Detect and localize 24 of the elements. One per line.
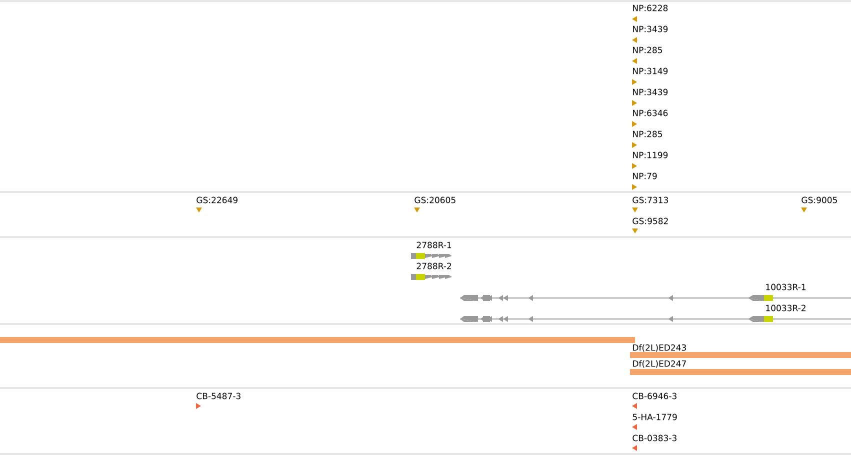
feature-label: NP:1199 xyxy=(633,152,668,158)
feature-label: GS:20605 xyxy=(414,196,456,204)
feature-label: NP:3439 xyxy=(633,26,668,32)
feature-label: Df(2L)ED243 xyxy=(633,344,686,352)
feature-label: GS:22649 xyxy=(196,196,238,204)
feature-label: NP:79 xyxy=(633,172,657,180)
feature-label: NP:285 xyxy=(633,130,662,138)
feature-label: CB-5487-3 xyxy=(196,392,240,400)
feature-label: 2788R-2 xyxy=(416,262,452,270)
feature-label: GS:7313 xyxy=(632,196,668,204)
feature-label: CB-6946-3 xyxy=(632,392,676,400)
feature-label: NP:3439 xyxy=(633,88,668,96)
feature-label: Df(2L)ED247 xyxy=(633,360,686,368)
feature-label: 10033R-1 xyxy=(766,284,806,290)
feature-label: NP:3149 xyxy=(633,68,668,74)
feature-label: 2788R-1 xyxy=(416,242,452,248)
feature-label: CB-0383-3 xyxy=(632,434,676,442)
feature-label: GS:9582 xyxy=(632,218,668,224)
feature-label: NP:285 xyxy=(633,46,662,54)
feature-label: NP:6228 xyxy=(633,4,668,12)
feature-label: 5-HA-1779 xyxy=(632,414,677,420)
feature-label: GS:9005 xyxy=(802,196,837,204)
feature-label: NP:6346 xyxy=(633,110,668,116)
feature-label: 10033R-2 xyxy=(766,304,806,312)
